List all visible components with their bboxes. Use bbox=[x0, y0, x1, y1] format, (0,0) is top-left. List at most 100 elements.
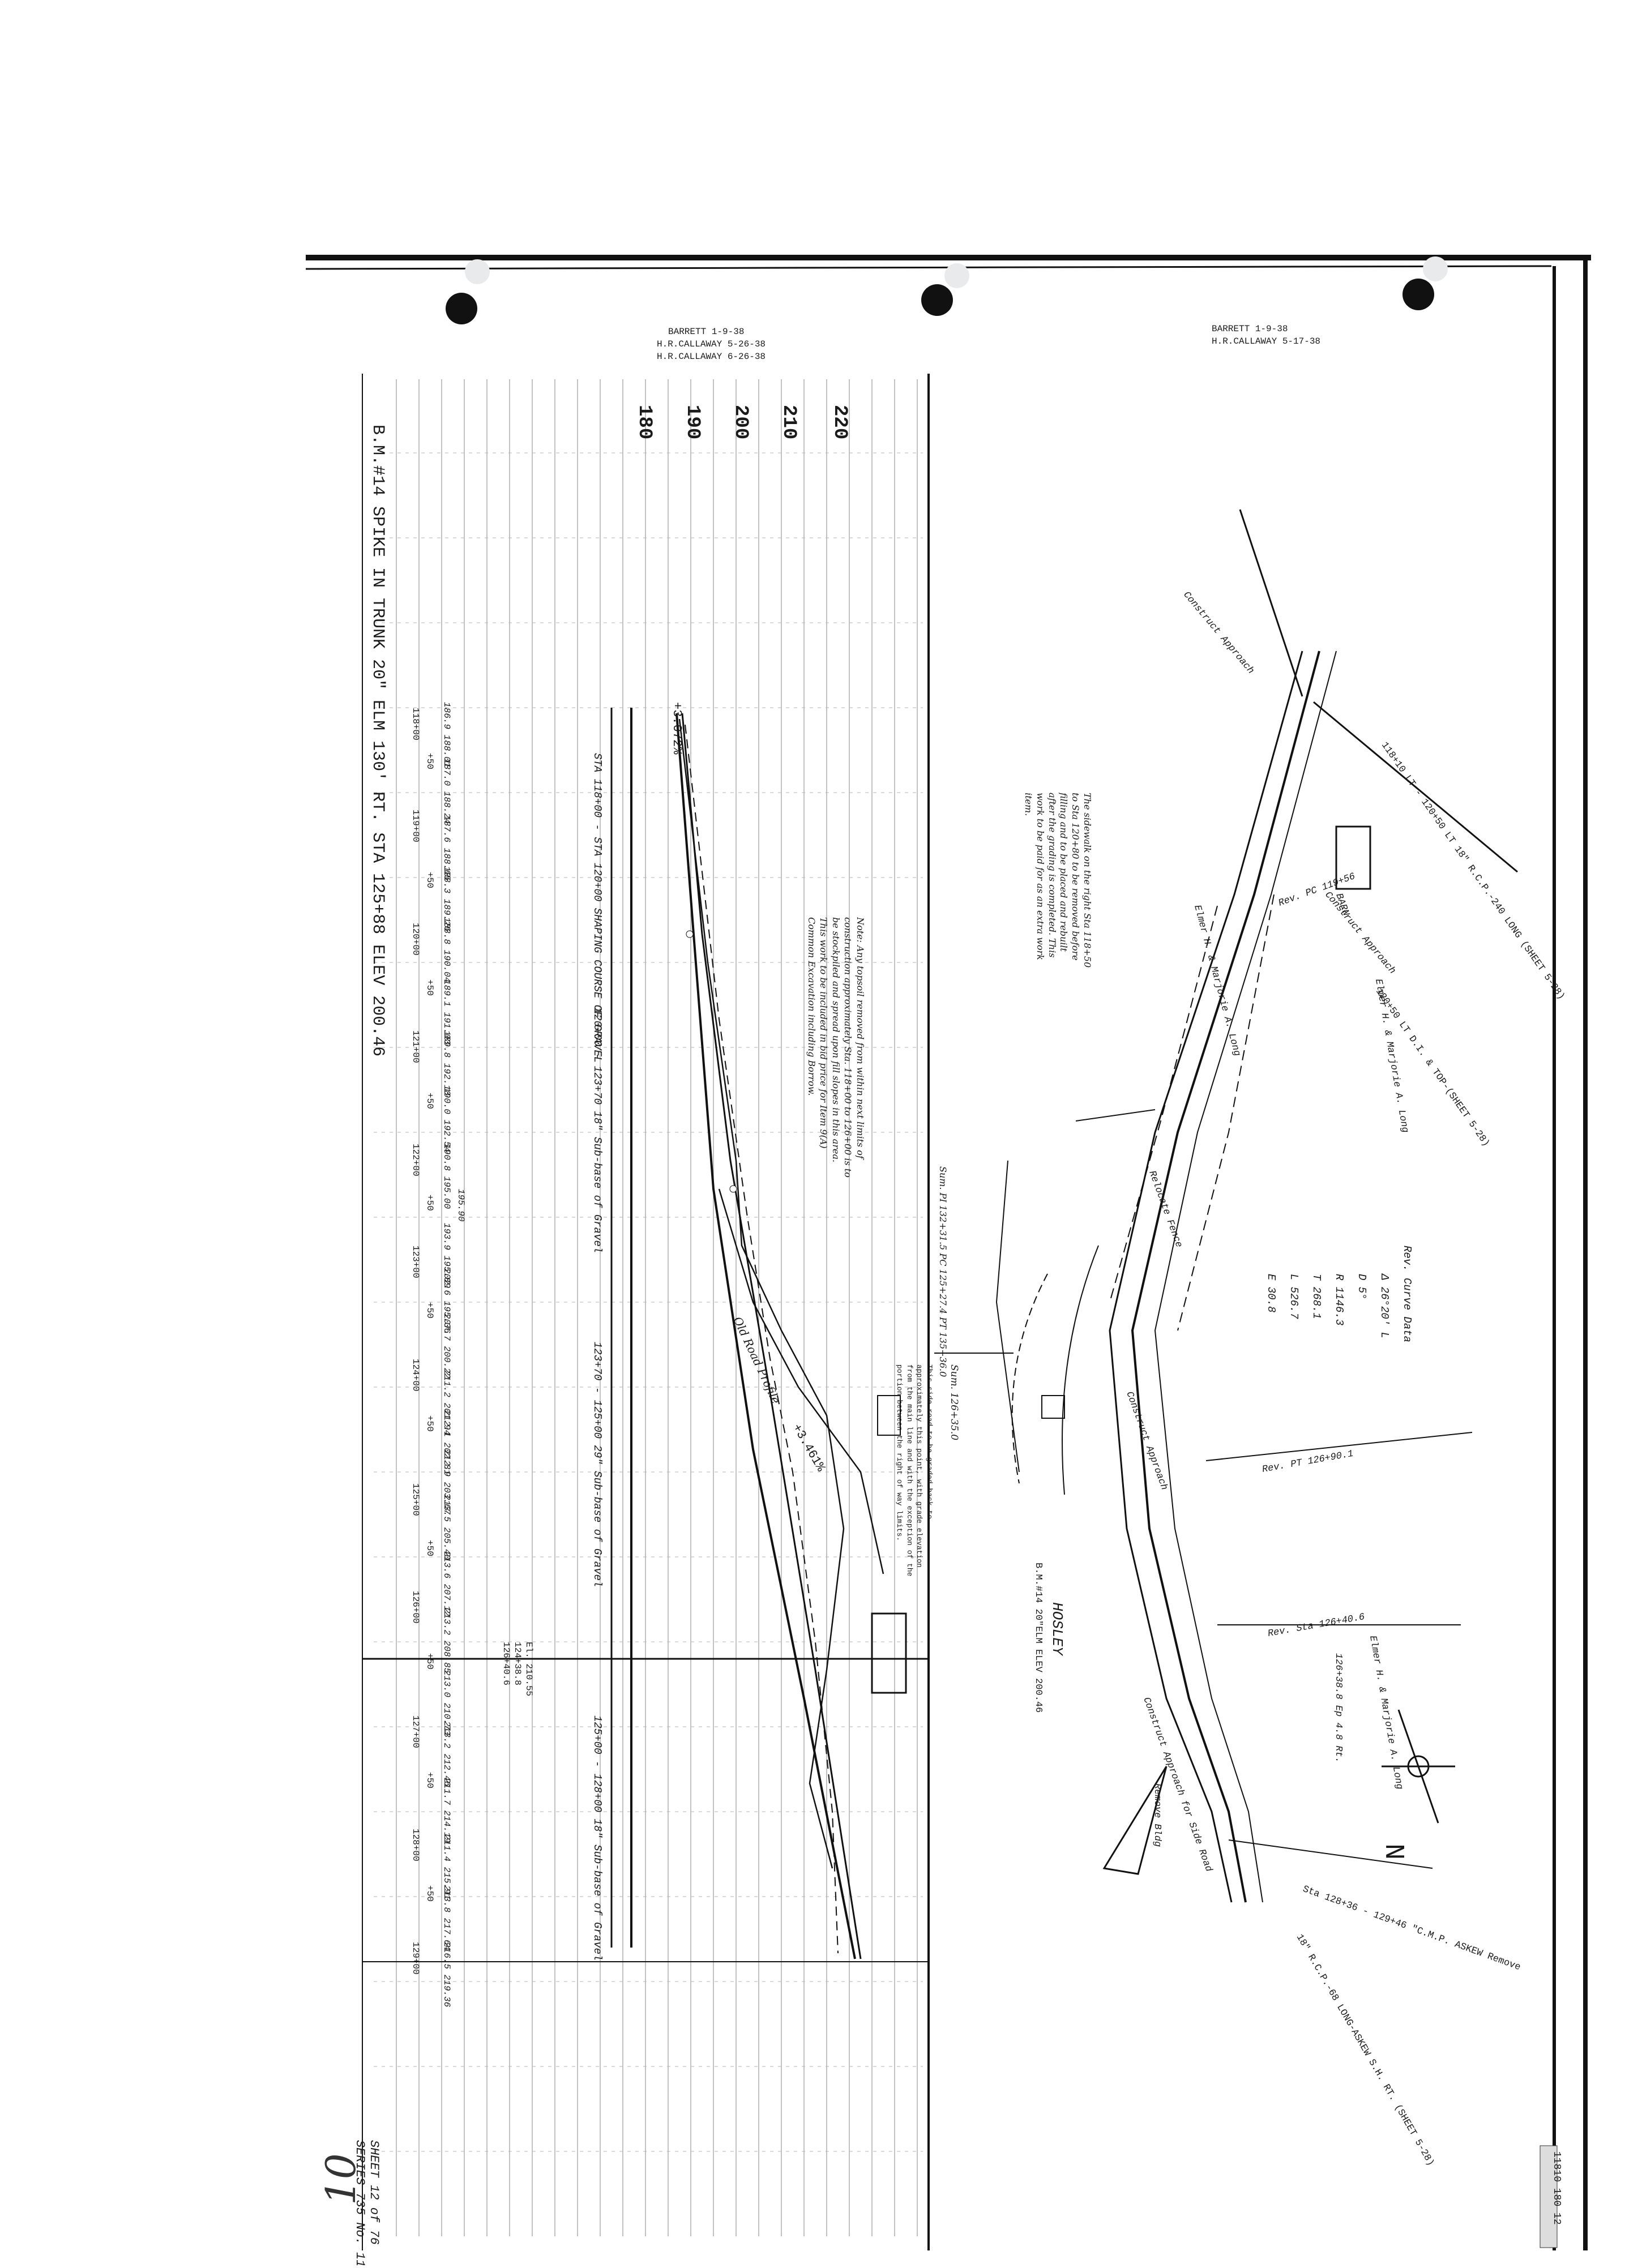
svg-text:Δ 26°20' L: Δ 26°20' L bbox=[1378, 1273, 1391, 1338]
svg-text:L 526.7: L 526.7 bbox=[1288, 1274, 1300, 1319]
svg-text:123+70 - 125+00 29" Sub-base o: 123+70 - 125+00 29" Sub-base of Gravel bbox=[591, 1342, 604, 1587]
svg-text:202.6 195.36: 202.6 195.36 bbox=[442, 1268, 452, 1334]
signature-line: BARRETT 1-9-38 bbox=[1212, 324, 1288, 334]
profile-grid bbox=[396, 379, 918, 2236]
svg-text:122+00: 122+00 bbox=[411, 1144, 421, 1176]
svg-text:190.8 195.00: 190.8 195.00 bbox=[442, 1144, 452, 1209]
series-label: SERIES 735 No. 11810 bbox=[353, 2140, 367, 2265]
svg-text:211.7 214.19: 211.7 214.19 bbox=[442, 1778, 452, 1843]
svg-text:E 30.8: E 30.8 bbox=[1265, 1274, 1277, 1312]
side-road-note: This side road to be graded back to appr… bbox=[895, 1364, 934, 1576]
svg-text:Construct Approach: Construct Approach bbox=[1322, 890, 1397, 977]
elevation-label: 180 bbox=[634, 405, 655, 439]
svg-text:+50: +50 bbox=[425, 1093, 435, 1109]
svg-text:123+00: 123+00 bbox=[411, 1246, 421, 1278]
remove-note: Sta 128+36 - 129+46 "C.M.P. ASKEW Remove bbox=[1301, 1884, 1522, 1973]
grade-note: +3.072% bbox=[670, 702, 684, 755]
elevation-scale: 180 190 200 210 220 bbox=[634, 405, 850, 439]
svg-text:213.0 210.73: 213.0 210.73 bbox=[442, 1670, 452, 1736]
station-marks: 126+40.6 124+38.8 El. 210.55 bbox=[501, 1642, 534, 1696]
svg-text:+50: +50 bbox=[425, 979, 435, 996]
svg-text:Rev. PT 126+90.1: Rev. PT 126+90.1 bbox=[1262, 1449, 1354, 1475]
corner-title-block: 11810 180 12 bbox=[1540, 2145, 1562, 2248]
svg-text:120+00: 120+00 bbox=[411, 923, 421, 956]
svg-text:213.8 217.64: 213.8 217.64 bbox=[442, 1885, 452, 1950]
signature-block-left: BARRETT 1-9-38 H.R.CALLAWAY 5-26-38 H.R.… bbox=[657, 327, 766, 362]
signature-line: H.R.CALLAWAY 6-26-38 bbox=[657, 352, 766, 362]
elevation-label: 200 bbox=[730, 405, 751, 439]
svg-text:187.0 188.24: 187.0 188.24 bbox=[442, 759, 452, 824]
svg-text:+50: +50 bbox=[425, 1415, 435, 1432]
svg-text:213.6 207.12: 213.6 207.12 bbox=[442, 1551, 452, 1617]
north-label: N bbox=[1382, 1843, 1413, 1860]
sidewalk-note: The sidewalk on the right Sta 118+50 to … bbox=[1023, 793, 1093, 968]
svg-text:R 1146.3: R 1146.3 bbox=[1333, 1274, 1345, 1325]
svg-text:121+00: 121+00 bbox=[411, 1030, 421, 1063]
svg-text:+50: +50 bbox=[425, 1195, 435, 1211]
svg-text:187.6 188.65: 187.6 188.65 bbox=[442, 815, 452, 881]
svg-text:120+00 - 123+70 18" Sub-base o: 120+00 - 123+70 18" Sub-base of Gravel bbox=[591, 1008, 604, 1253]
svg-text:190.0 192.54: 190.0 192.54 bbox=[442, 1087, 452, 1152]
sheet-label: SHEET 12 of 76 bbox=[367, 2140, 381, 2245]
svg-text:193.9 195.89: 193.9 195.89 bbox=[442, 1223, 452, 1288]
signature-line: H.R.CALLAWAY 5-26-38 bbox=[657, 339, 766, 349]
punch-holes bbox=[446, 256, 1448, 324]
svg-text:STA 118+00 - STA 120+00 SHAPIN: STA 118+00 - STA 120+00 SHAPING COURSE O… bbox=[591, 753, 604, 1063]
elevation-label: 220 bbox=[829, 405, 850, 439]
svg-text:124+38.8: 124+38.8 bbox=[512, 1642, 523, 1685]
station-labels: 118+00 +50 119+00 +50 120+00 +50 121+00 … bbox=[411, 708, 435, 1975]
svg-text:127+00: 127+00 bbox=[411, 1715, 421, 1748]
svg-text:+50: +50 bbox=[425, 753, 435, 769]
summit-station: Sum. 126+35.0 bbox=[948, 1364, 960, 1440]
profile-grid-horizontal bbox=[374, 452, 923, 2152]
elevation-label: 210 bbox=[778, 405, 799, 439]
svg-text:+50: +50 bbox=[425, 872, 435, 888]
svg-text:+50: +50 bbox=[425, 1885, 435, 1902]
svg-text:126+40.6: 126+40.6 bbox=[501, 1642, 511, 1685]
svg-text:188.3 189.26: 188.3 189.26 bbox=[442, 866, 452, 932]
corner-block-text: 11810 180 12 bbox=[1551, 2151, 1562, 2225]
svg-text:118+10 LT - 120+50 LT 18" R.C.: 118+10 LT - 120+50 LT 18" R.C.P.-240 LON… bbox=[1379, 741, 1567, 1002]
plan-road bbox=[871, 509, 1518, 1903]
svg-text:Elmer H. & Marjorie A. Long: Elmer H. & Marjorie A. Long bbox=[1191, 904, 1242, 1058]
svg-text:213.5 205.40: 213.5 205.40 bbox=[442, 1495, 452, 1560]
svg-text:D 5°: D 5° bbox=[1355, 1274, 1368, 1300]
svg-text:125+00 - 128+00 18" Sub-base o: 125+00 - 128+00 18" Sub-base of Gravel bbox=[591, 1715, 604, 1961]
pi-note: Sum. PI 132+31.5 PC 125+27.4 PT 135+36.0 bbox=[938, 1166, 948, 1377]
svg-text:213.2 208.85: 213.2 208.85 bbox=[442, 1608, 452, 1674]
svg-text:+50: +50 bbox=[425, 1772, 435, 1788]
svg-text:195.90: 195.90 bbox=[456, 1189, 466, 1222]
benchmark-box: B.M.#14 20"ELM ELEV 200.46 bbox=[1033, 1563, 1044, 1713]
svg-text:+50: +50 bbox=[425, 1653, 435, 1670]
elevation-pairs: 186.9 188.01 187.0 188.24 187.6 188.65 1… bbox=[442, 702, 466, 2008]
sheet-footer: SERIES 735 No. 11810 SHEET 12 of 76 bbox=[353, 2140, 381, 2268]
svg-text:128+00: 128+00 bbox=[411, 1829, 421, 1862]
svg-text:211.2 201.94: 211.2 201.94 bbox=[442, 1370, 452, 1435]
profile-lines bbox=[362, 708, 929, 1962]
svg-text:El. 210.55: El. 210.55 bbox=[524, 1642, 534, 1696]
svg-text:Remove Bldg: Remove Bldg bbox=[1152, 1783, 1162, 1847]
svg-text:212.9 203.67: 212.9 203.67 bbox=[442, 1449, 452, 1515]
sheet-border bbox=[305, 255, 1591, 2250]
svg-text:Relocate Fence: Relocate Fence bbox=[1146, 1170, 1184, 1249]
svg-text:129+00: 129+00 bbox=[411, 1942, 421, 1975]
plan-labels: Construct Approach Construct Approach Co… bbox=[1049, 590, 1410, 1874]
svg-text:+50: +50 bbox=[425, 1302, 435, 1319]
curve-data: Rev. Curve Data Δ 26°20' L D 5° R 1146.3… bbox=[1265, 1246, 1413, 1342]
signature-line: BARRETT 1-9-38 bbox=[668, 327, 744, 337]
svg-text:216.5 219.36: 216.5 219.36 bbox=[442, 1942, 452, 2008]
svg-text:119+00: 119+00 bbox=[411, 810, 421, 842]
svg-text:213.2 212.46: 213.2 212.46 bbox=[442, 1721, 452, 1787]
svg-text:126+00: 126+00 bbox=[411, 1591, 421, 1624]
svg-text:Construct Approach for Side Ro: Construct Approach for Side Road bbox=[1140, 1696, 1214, 1874]
svg-text:186.9 188.01: 186.9 188.01 bbox=[442, 702, 452, 767]
signature-line: H.R.CALLAWAY 5-17-38 bbox=[1212, 336, 1320, 346]
svg-text:Rev. Sta 126+40.6: Rev. Sta 126+40.6 bbox=[1267, 1612, 1366, 1640]
svg-text:Rev. Curve Data: Rev. Curve Data bbox=[1401, 1246, 1413, 1342]
benchmark-note: B.M.#14 SPIKE IN TRUNK 20" ELM 130' RT. … bbox=[368, 425, 387, 1056]
svg-text:Construct Approach: Construct Approach bbox=[1181, 590, 1256, 677]
svg-text:211.4 215.91: 211.4 215.91 bbox=[442, 1834, 452, 1899]
subbase-notes: STA 118+00 - STA 120+00 SHAPING COURSE O… bbox=[591, 753, 604, 1961]
